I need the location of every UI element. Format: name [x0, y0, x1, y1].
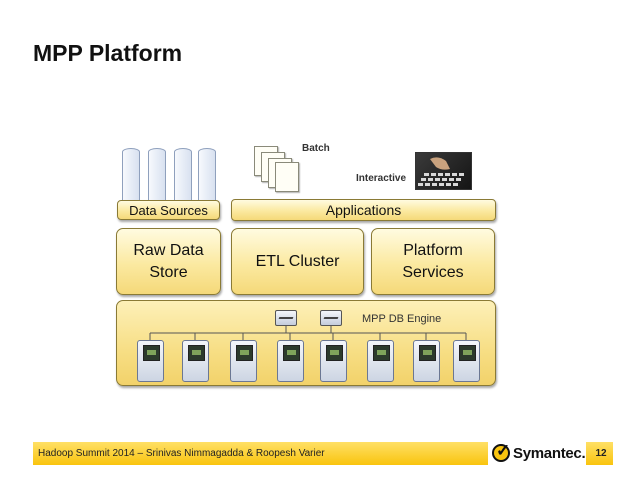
etl-cluster-box: ETL Cluster [231, 228, 364, 295]
platform-services-box: Platform Services [371, 228, 495, 295]
network-switch-icon [320, 310, 342, 326]
footer-bar [33, 442, 613, 465]
symantec-logo-text: Symantec. [513, 445, 586, 462]
database-cylinder-icon [122, 148, 140, 204]
checkmark-badge-icon [492, 444, 510, 462]
data-sources-bar: Data Sources [117, 200, 220, 220]
interactive-label: Interactive [356, 173, 407, 184]
applications-bar: Applications [231, 199, 496, 221]
server-icon [230, 340, 257, 382]
mpp-db-engine-label: MPP DB Engine [362, 313, 442, 325]
footer-text: Hadoop Summit 2014 – Srinivas Nimmagadda… [38, 448, 325, 459]
server-icon [182, 340, 209, 382]
network-switch-icon [275, 310, 297, 326]
batch-documents-icon [254, 146, 304, 192]
page-number: 12 [595, 448, 607, 459]
server-icon [413, 340, 440, 382]
raw-data-store-label: Raw Data Store [133, 241, 204, 281]
platform-services-label: Platform Services [402, 241, 464, 281]
database-cylinder-icon [148, 148, 166, 204]
data-sources-label: Data Sources [129, 202, 208, 218]
etl-cluster-label: ETL Cluster [255, 252, 340, 270]
raw-data-store-box: Raw Data Store [116, 228, 221, 295]
batch-label: Batch [302, 143, 330, 154]
slide-title: MPP Platform [33, 40, 183, 66]
server-icon [320, 340, 347, 382]
keyboard-photo-icon [415, 152, 472, 190]
data-sources-cylinders [122, 146, 216, 204]
server-icon [137, 340, 164, 382]
server-icon [453, 340, 480, 382]
server-icon [367, 340, 394, 382]
database-cylinder-icon [174, 148, 192, 204]
checkmark-icon: ✓ [496, 441, 511, 460]
server-icon [277, 340, 304, 382]
network-lines [149, 326, 467, 340]
applications-label: Applications [325, 202, 402, 218]
database-cylinder-icon [198, 148, 216, 204]
